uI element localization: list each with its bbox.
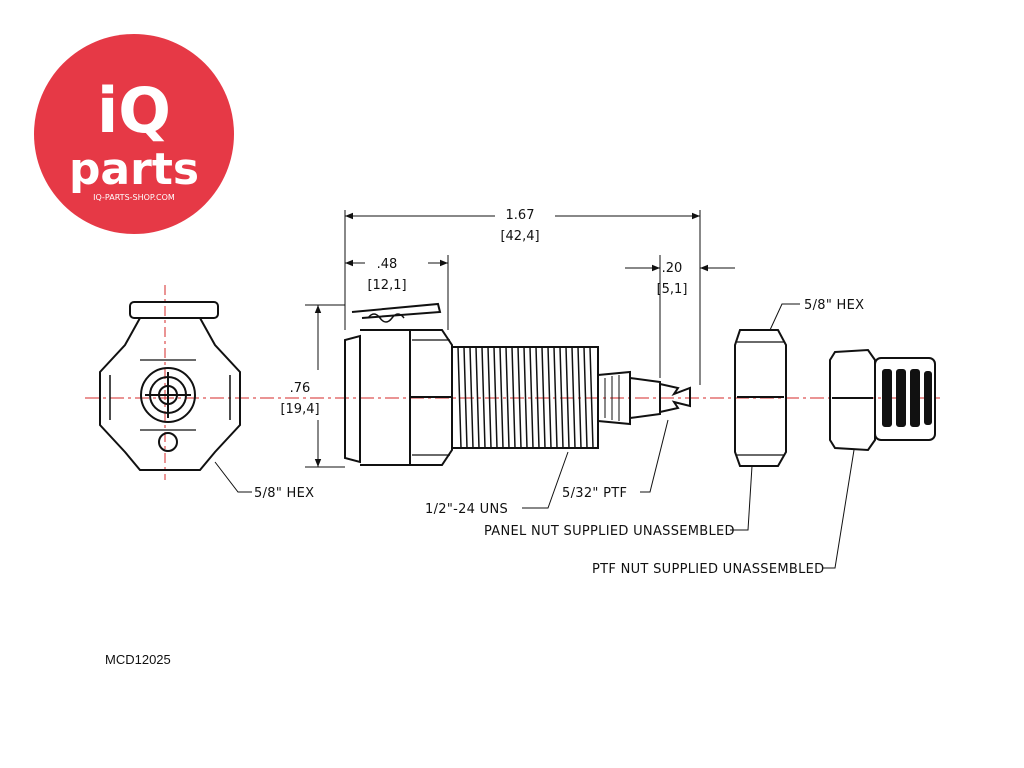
logo-url-text: IQ-PARTS-SHOP.COM [93,193,175,202]
logo-parts-text: parts [69,144,199,195]
logo-iq-text: iQ [97,74,171,147]
callout-ptf-nut: PTF NUT SUPPLIED UNASSEMBLED [592,562,824,577]
leader-lines [214,303,855,569]
callout-hex-front: 5/8" HEX [254,486,314,501]
threaded-section [452,346,599,449]
logo-circle [34,34,234,234]
dim-barb-in: .20 [662,261,683,276]
panel-nut [734,329,787,467]
dim-body-mm: [12,1] [367,278,406,293]
dim-barb-mm: [5,1] [657,282,688,297]
side-view-body [344,302,453,466]
dimension-lines [305,210,735,468]
callout-panel-nut: PANEL NUT SUPPLIED UNASSEMBLED [484,524,735,539]
dim-overall-in: 1.67 [506,208,535,223]
dim-overall-mm: [42,4] [500,229,539,244]
dim-height-in: .76 [290,381,311,396]
dim-height-mm: [19,4] [280,402,319,417]
ptf-nut [829,348,936,452]
dim-body-in: .48 [377,257,398,272]
callout-ptf: 5/32" PTF [562,486,627,501]
hose-barb [597,370,691,426]
iq-parts-logo: iQ parts IQ-PARTS-SHOP.COM [34,34,234,234]
front-view [99,301,241,471]
part-number: MCD12025 [105,652,171,667]
callout-hex-nut: 5/8" HEX [804,298,864,313]
callout-thread: 1/2"-24 UNS [425,502,508,517]
